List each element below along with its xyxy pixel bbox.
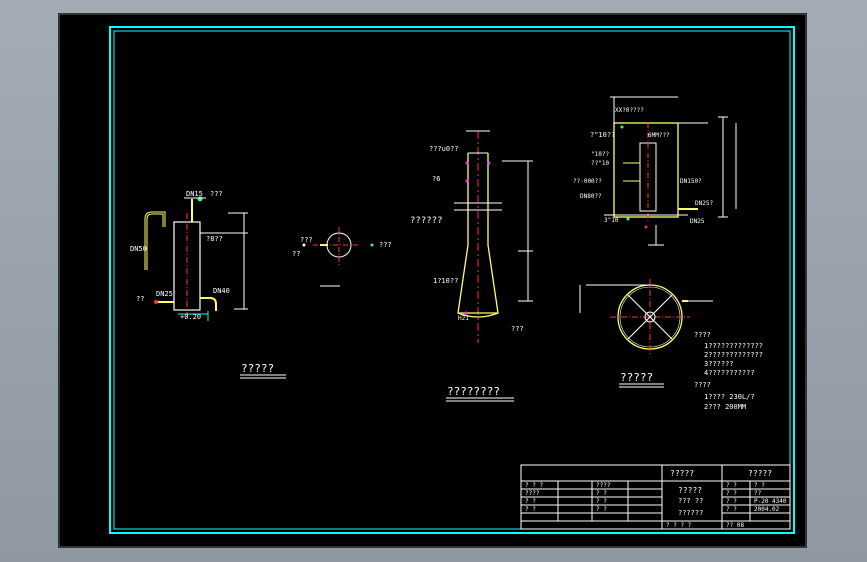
- view2-label-left2: ??: [292, 250, 300, 258]
- view4-label-top: XX?0????: [615, 107, 644, 114]
- view1-label-top: DN15: [186, 190, 203, 198]
- view3-column: ???u0?? ?6 ?????? 1?10?? H21 ??? ???????…: [410, 130, 533, 402]
- tb-left-r2-c0: ? ?: [525, 498, 536, 505]
- tb-right-r1-c0: ? ?: [726, 490, 737, 497]
- tb-right-r0-c1: ? ?: [754, 482, 765, 489]
- view1-label-q: ??: [136, 295, 144, 303]
- view2-label-left: ???: [300, 236, 313, 244]
- view4-label-e: DN80??: [580, 193, 602, 200]
- tb-right-r2-c1: P-20 4340: [754, 498, 787, 505]
- view4-title: ?????: [620, 371, 653, 384]
- view1-label-side: ?8??: [206, 235, 223, 243]
- tb-title2: ?????: [748, 469, 772, 478]
- view2-label-right: ???: [379, 241, 392, 249]
- notes-line1-1: 2?????????????: [704, 351, 763, 359]
- view4-tank-section: XX?0???? ?"10?? 6MM??? "10?? ??"10 ??·00…: [573, 96, 737, 246]
- view1-label-left: DN50: [130, 245, 147, 253]
- tb-left-r2-c1: ? ?: [596, 498, 607, 505]
- view4-tank-plan: ?????: [579, 279, 713, 388]
- tb-left-r0-c0: ? ? ?: [525, 482, 543, 489]
- outer-frame: [58, 13, 807, 548]
- view1-title: ?????: [241, 362, 274, 375]
- view2-nozzle: ??? ?? ???: [292, 227, 392, 287]
- view4-label-j: 6MM???: [648, 132, 670, 139]
- notes-line2-1: 2??? 200MM: [704, 403, 746, 411]
- notes-line2-0: 1???? 230L/?: [704, 393, 755, 401]
- view4-label-d: ??·000??: [573, 178, 602, 185]
- tb-center3: ??????: [678, 509, 703, 517]
- tb-center2: ??? ??: [678, 497, 703, 505]
- view3-label-mid: ??????: [410, 216, 443, 226]
- notes-line1-0: 1?????????????: [704, 342, 763, 350]
- view1-label-elev: +0.20: [180, 313, 201, 321]
- view4-label-f: 3"10: [604, 217, 619, 224]
- tb-left-r1-c0: ????: [525, 490, 540, 497]
- tb-left-r3-c0: ? ?: [525, 506, 536, 513]
- view4-label-h: DN25?: [695, 200, 713, 207]
- tb-right-r2-c0: ? ?: [726, 498, 737, 505]
- view4-label-b: "10??: [591, 151, 609, 158]
- view3-label-top: ???u0??: [429, 145, 459, 153]
- cad-drawing: DN15 ??? ?8?? DN50 DN25 DN40 ?? +0.20 ??…: [58, 13, 807, 548]
- view1-tank: DN15 ??? ?8?? DN50 DN25 DN40 ?? +0.20 ??…: [130, 190, 286, 379]
- view4-label-c: ??"10: [591, 160, 609, 167]
- tb-center1: ?????: [678, 486, 702, 495]
- view1-label-dn40: DN40: [213, 287, 230, 295]
- title-block: ????? ????? ????? ??? ?? ?????? ? ? ? ??…: [520, 464, 791, 530]
- tb-left-r1-c1: ? ?: [596, 490, 607, 497]
- view1-label-dn25: DN25: [156, 290, 173, 298]
- view3-label-3: ?6: [432, 175, 440, 183]
- tb-right-r1-c1: ??: [754, 490, 762, 497]
- notes-head2: ????: [694, 381, 711, 389]
- view1-label-top2: ???: [210, 190, 223, 198]
- tb-right-r3-c0: ? ?: [726, 506, 737, 513]
- view4-label-i: DN25: [690, 218, 705, 225]
- tb-right-r0-c0: ? ?: [726, 482, 737, 489]
- notes-head1: ????: [694, 331, 711, 339]
- view3-label-low: 1?10??: [433, 277, 458, 285]
- technical-notes: ???? 1????????????? 2????????????? 3????…: [694, 331, 763, 411]
- tb-left-r3-c1: ? ?: [596, 506, 607, 513]
- notes-line1-3: 4???????????: [704, 369, 755, 377]
- border-frame: [109, 26, 795, 534]
- tb-left-r0-c1: ????: [596, 482, 611, 489]
- tb-bottom: ? ? ? ?: [666, 522, 692, 529]
- view4-label-a: ?"10??: [590, 131, 615, 139]
- tb-right-r3-c1: 2004.02: [754, 506, 780, 513]
- inner-border-frame: [113, 30, 791, 530]
- view3-label-h21: H21: [458, 315, 469, 322]
- tb-title1: ?????: [670, 469, 694, 478]
- view3-title: ????????: [447, 385, 500, 398]
- notes-line1-2: 3??????: [704, 360, 734, 368]
- tb-bottom-right: ?? 08: [726, 522, 744, 529]
- view3-label-bottom: ???: [511, 325, 524, 333]
- view4-label-g: DN150?: [680, 178, 702, 185]
- drawing-sheet: DN15 ??? ?8?? DN50 DN25 DN40 ?? +0.20 ??…: [58, 13, 807, 548]
